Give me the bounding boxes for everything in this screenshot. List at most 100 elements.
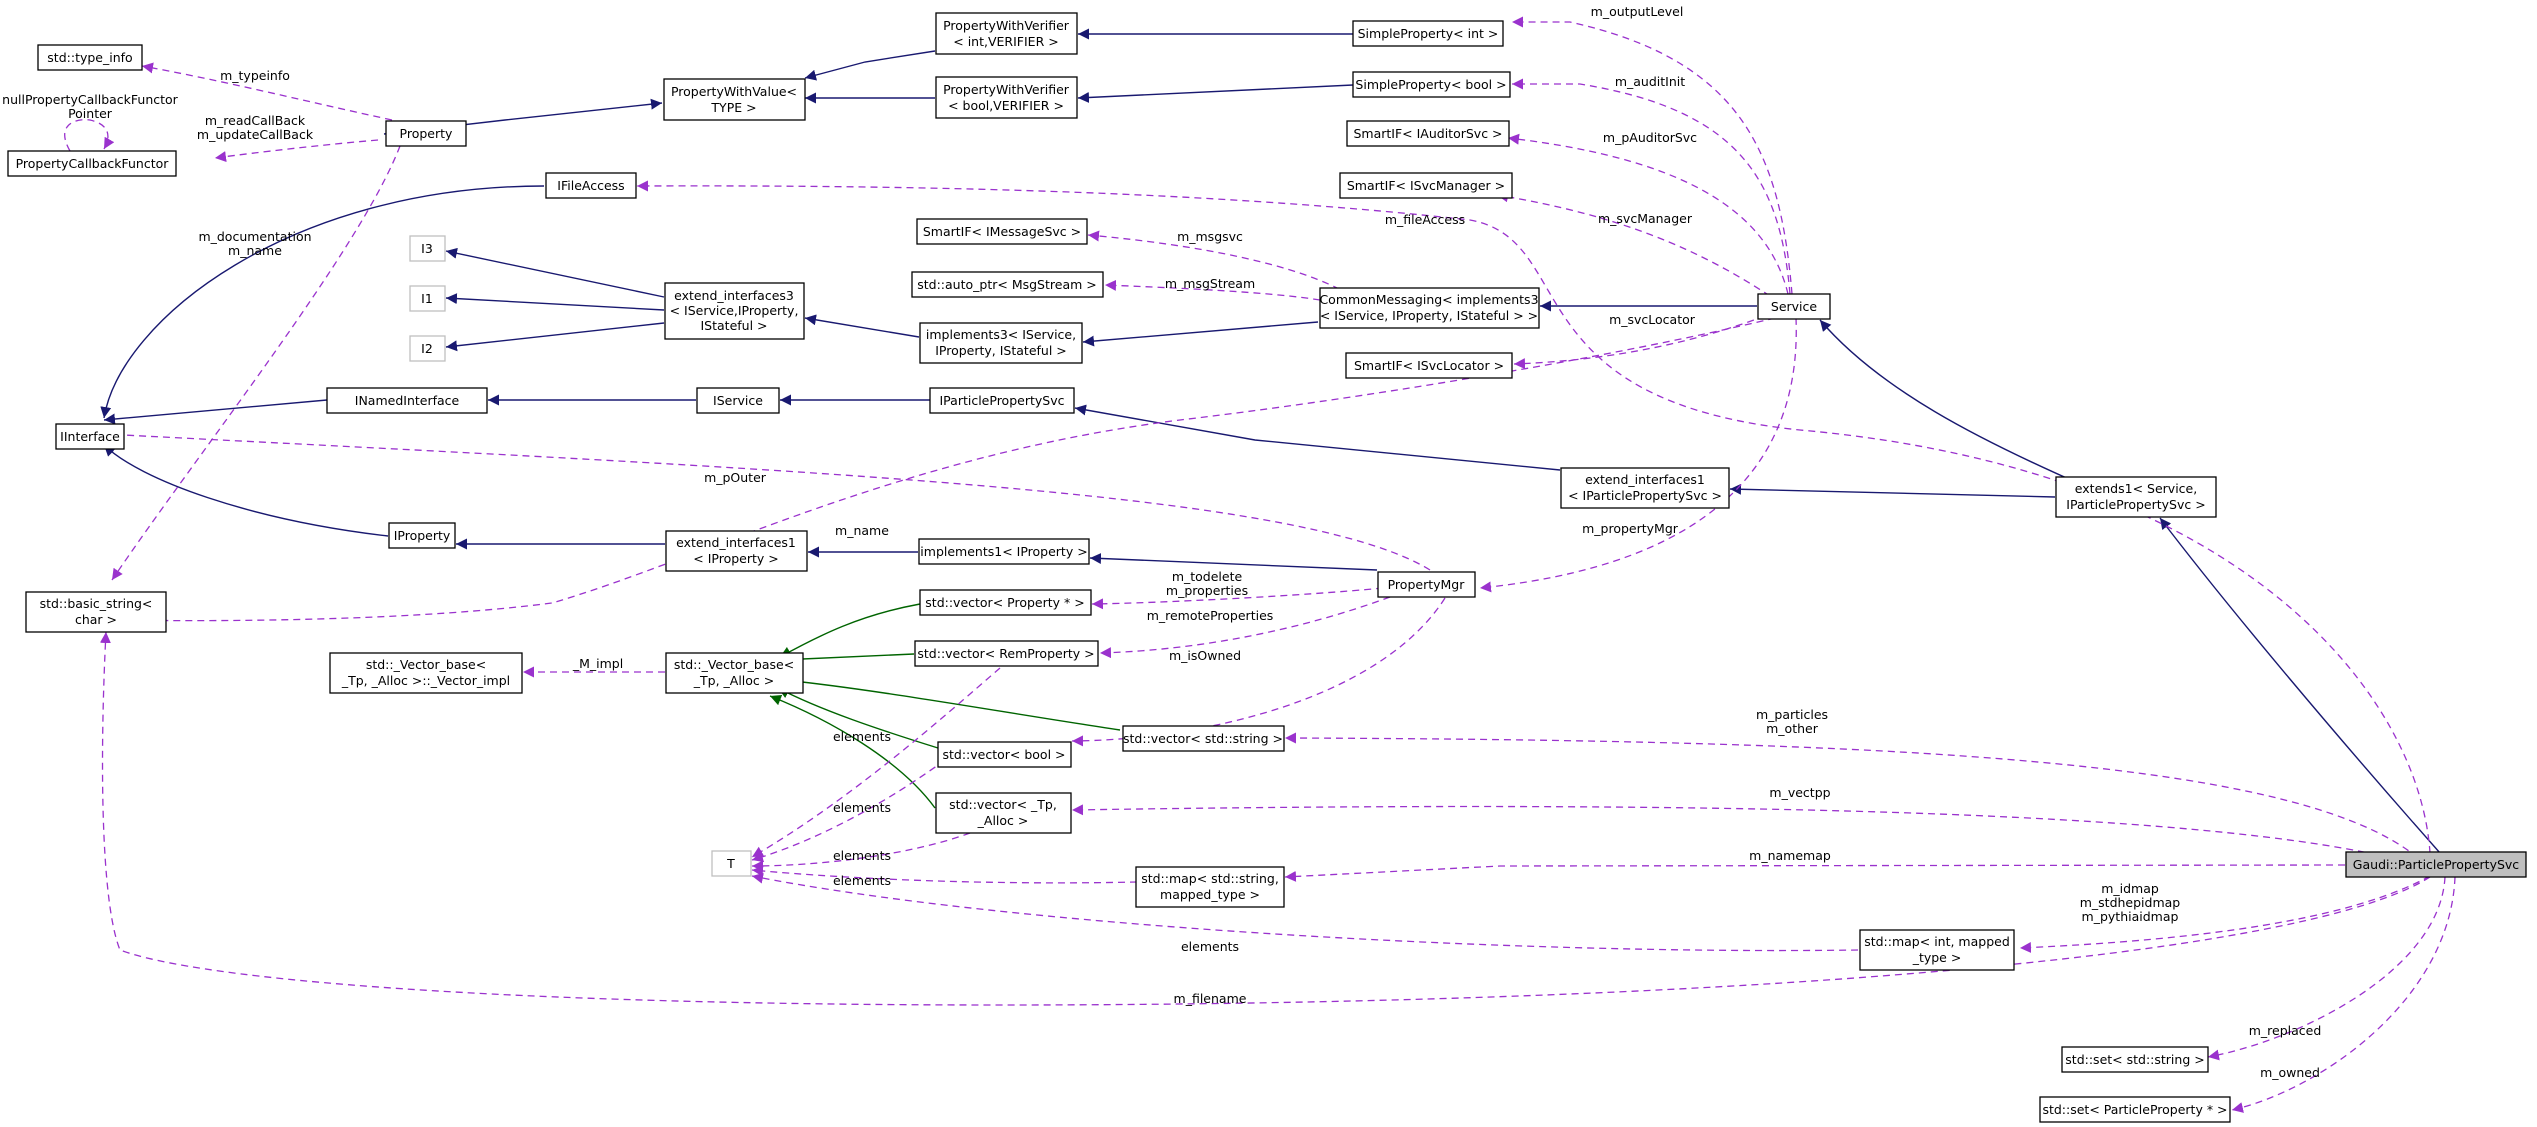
svg-text:I3: I3	[421, 241, 433, 256]
edge-cm-msgsvc	[1087, 230, 1351, 296]
edges	[64, 16, 2456, 1113]
nodes: std::type_info PropertyCallbackFunctor P…	[7, 12, 2527, 1123]
node-smartif-messagesvc[interactable]: SmartIF< IMessageSvc >	[916, 218, 1088, 245]
label-m-isowned: m_isOwned	[1169, 648, 1241, 663]
svg-text:CommonMessaging< implements3<: CommonMessaging< implements3< IService, …	[1319, 292, 1538, 323]
svg-text:std::vector< bool >: std::vector< bool >	[942, 747, 1065, 762]
edge-gaudi-owned	[2231, 876, 2456, 1113]
svg-text:implements3< IService,IPropert: implements3< IService,IProperty, IStatef…	[926, 327, 1076, 358]
node-extend-interfaces3[interactable]: extend_interfaces3< IService,IProperty,I…	[664, 282, 805, 340]
svg-text:SmartIF< ISvcManager >: SmartIF< ISvcManager >	[1347, 178, 1505, 193]
node-iproperty[interactable]: IProperty	[388, 522, 456, 549]
edge-service-pauditorsvc	[1507, 133, 1789, 295]
node-extend-interfaces1-pps[interactable]: extend_interfaces1< IParticlePropertySvc…	[1560, 467, 1730, 509]
node-vector-bool[interactable]: std::vector< bool >	[937, 741, 1072, 768]
edge-inamed-to-iinterface	[103, 399, 328, 425]
node-iservice[interactable]: IService	[696, 387, 780, 414]
node-service[interactable]: Service	[1757, 293, 1831, 320]
node-extends1-service-pps[interactable]: extends1< Service,IParticlePropertySvc >	[2055, 476, 2217, 518]
node-i2[interactable]: I2	[409, 335, 446, 362]
node-simpleproperty-bool[interactable]: SimpleProperty< bool >	[1352, 71, 1511, 98]
node-i3[interactable]: I3	[409, 235, 446, 262]
node-property-callback-functor[interactable]: PropertyCallbackFunctor	[7, 150, 177, 177]
node-iparticlepropertysvc[interactable]: IParticlePropertySvc	[929, 387, 1075, 414]
svg-text:SmartIF< IAuditorSvc >: SmartIF< IAuditorSvc >	[1353, 126, 1502, 141]
edge-propmgr-remote	[1099, 596, 1391, 659]
svg-text:extends1< Service,IParticlePro: extends1< Service,IParticlePropertySvc >	[2066, 481, 2205, 512]
node-property[interactable]: Property	[385, 120, 467, 147]
node-smartif-auditorsvc[interactable]: SmartIF< IAuditorSvc >	[1346, 120, 1510, 147]
svg-text:IInterface: IInterface	[60, 429, 120, 444]
edge-property-typeinfo	[141, 62, 393, 121]
edge-service-svclocator	[1513, 315, 1766, 370]
svg-text:T: T	[726, 856, 735, 871]
node-vector-base[interactable]: std::_Vector_base<_Tp, _Alloc >	[665, 652, 804, 694]
svg-text:std::basic_string<char >: std::basic_string<char >	[40, 596, 153, 627]
label-m-pauditorsvc: m_pAuditorSvc	[1603, 130, 1697, 145]
node-vector-base-impl[interactable]: std::_Vector_base<_Tp, _Alloc >::_Vector…	[329, 652, 523, 694]
label-m-owned: m_owned	[2260, 1065, 2320, 1080]
edge-vec-rem-elements	[751, 667, 1001, 858]
svg-text:PropertyWithVerifier< int,VERI: PropertyWithVerifier< int,VERIFIER >	[943, 18, 1070, 49]
node-map-string[interactable]: std::map< std::string,mapped_type >	[1135, 866, 1285, 908]
label-m-msgstream: m_msgStream	[1165, 276, 1255, 291]
edge-service-propertymgr	[1479, 317, 1797, 593]
node-set-particleproperty[interactable]: std::set< ParticleProperty * >	[2039, 1096, 2231, 1123]
node-smartif-svcmanager[interactable]: SmartIF< ISvcManager >	[1339, 172, 1513, 199]
svg-text:IService: IService	[713, 393, 763, 408]
node-ifileaccess[interactable]: IFileAccess	[545, 172, 637, 199]
svg-text:SmartIF< ISvcLocator >: SmartIF< ISvcLocator >	[1354, 358, 1504, 373]
edge-propmgr-pouter	[103, 429, 1431, 571]
node-implements1-iproperty[interactable]: implements1< IProperty >	[918, 538, 1090, 565]
node-pwverifier-int[interactable]: PropertyWithVerifier< int,VERIFIER >	[935, 12, 1078, 55]
node-gaudi-particlepropertysvc[interactable]: Gaudi::ParticlePropertySvc	[2345, 851, 2527, 878]
node-i1[interactable]: I1	[409, 285, 446, 312]
node-t[interactable]: T	[711, 850, 752, 877]
node-simpleproperty-int[interactable]: SimpleProperty< int >	[1352, 20, 1504, 47]
svg-text:std::vector< std::string >: std::vector< std::string >	[1123, 731, 1283, 746]
edge-gaudi-to-extends1	[2159, 517, 2441, 854]
edge-gaudi-namemap	[1284, 864, 2346, 882]
edge-extends1-to-service	[1819, 319, 2081, 485]
svg-text:std::set< std::string >: std::set< std::string >	[2065, 1052, 2204, 1067]
label-m-typeinfo: m_typeinfo	[220, 68, 290, 83]
node-vector-string[interactable]: std::vector< std::string >	[1122, 725, 1285, 752]
edge-vec-tp-elements	[751, 832, 971, 872]
svg-text:extend_interfaces3< IService,I: extend_interfaces3< IService,IProperty,I…	[670, 288, 799, 333]
node-std-basic-string[interactable]: std::basic_string<char >	[25, 591, 167, 633]
svg-text:IParticlePropertySvc: IParticlePropertySvc	[940, 393, 1065, 408]
node-propertymgr[interactable]: PropertyMgr	[1377, 571, 1476, 598]
node-smartif-svclocator[interactable]: SmartIF< ISvcLocator >	[1345, 352, 1513, 379]
edge-impl3-to-ext3	[804, 314, 920, 338]
node-implements3[interactable]: implements3< IService,IProperty, IStatef…	[919, 322, 1083, 364]
edge-cm-msgstream	[1104, 279, 1321, 301]
node-map-int[interactable]: std::map< int, mapped_type >	[1859, 929, 2015, 971]
label-elements-rem: elements	[833, 729, 891, 744]
svg-text:extend_interfaces1< IParticleP: extend_interfaces1< IParticlePropertySvc…	[1568, 472, 1722, 503]
svg-text:std::vector< RemProperty >: std::vector< RemProperty >	[917, 646, 1094, 661]
node-vector-tp-alloc[interactable]: std::vector< _Tp,_Alloc >	[935, 792, 1072, 834]
node-auto-ptr-msgstream[interactable]: std::auto_ptr< MsgStream >	[911, 271, 1104, 298]
label-elements-map: elements	[833, 873, 891, 888]
node-extend-interfaces1-iproperty[interactable]: extend_interfaces1< IProperty >	[665, 530, 808, 572]
node-property-with-value[interactable]: PropertyWithValue<TYPE >	[663, 78, 806, 121]
node-iinterface[interactable]: IInterface	[55, 423, 125, 450]
edge-ifileaccess-to-iinterface	[100, 185, 545, 419]
node-vector-property-ptr[interactable]: std::vector< Property * >	[919, 589, 1092, 616]
edge-map-str-elements	[751, 865, 1138, 884]
node-std-type-info[interactable]: std::type_info	[37, 44, 143, 71]
node-pwverifier-bool[interactable]: PropertyWithVerifier< bool,VERIFIER >	[935, 76, 1078, 119]
svg-text:extend_interfaces1< IProperty: extend_interfaces1< IProperty >	[676, 535, 796, 566]
node-set-string[interactable]: std::set< std::string >	[2061, 1046, 2209, 1073]
edge-gaudi-fileaccess	[636, 180, 2431, 854]
node-vector-remproperty[interactable]: std::vector< RemProperty >	[914, 640, 1099, 667]
edge-cm-to-impl3	[1082, 321, 1319, 347]
svg-text:std::_Vector_base<_Tp, _Alloc: std::_Vector_base<_Tp, _Alloc >::_Vector…	[341, 657, 510, 688]
node-commonmessaging[interactable]: CommonMessaging< implements3< IService, …	[1319, 287, 1540, 329]
node-inamedinterface[interactable]: INamedInterface	[326, 387, 488, 414]
edge-gaudi-filename	[99, 631, 2431, 1006]
